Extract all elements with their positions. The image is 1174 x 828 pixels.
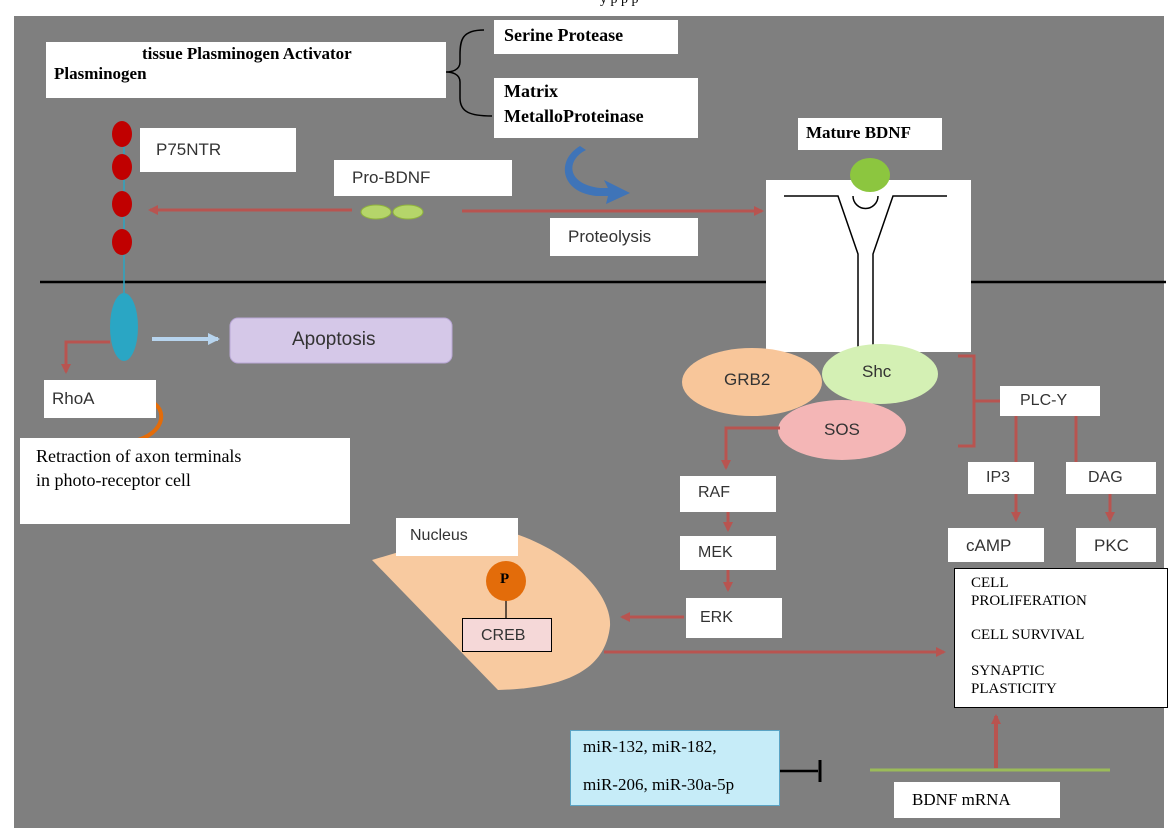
trkb-binding-pocket xyxy=(852,195,879,210)
p75ntr-domain-4 xyxy=(112,229,132,255)
camp-label: cAMP xyxy=(966,536,1012,555)
mmp-label-line1: Matrix xyxy=(504,81,558,101)
p75ntr-label: P75NTR xyxy=(156,140,222,159)
mirna-box: miR-132, miR-182, miR-206, miR-30a-5p xyxy=(570,730,780,806)
pro-bdnf-box: Pro-BDNF xyxy=(334,160,512,196)
camp-box: cAMP xyxy=(948,528,1044,562)
mirna-label-line2: miR-206, miR-30a-5p xyxy=(583,775,735,794)
p75ntr-domain-3 xyxy=(112,191,132,217)
p75ntr-intracellular-domain xyxy=(110,293,138,361)
mature-bdnf-label: Mature BDNF xyxy=(806,123,911,142)
mek-label: MEK xyxy=(698,544,733,561)
pro-bdnf-oval-2 xyxy=(392,204,424,220)
raf-label: RAF xyxy=(698,484,730,501)
cropped-header-text: y p p p xyxy=(600,0,639,8)
bdnf-mrna-label: BDNF mRNA xyxy=(912,790,1011,809)
plasminogen-label: Plasminogen xyxy=(54,64,147,83)
pkc-label: PKC xyxy=(1094,536,1129,555)
sos-label: SOS xyxy=(824,420,860,439)
plc-box: PLC-Y xyxy=(1000,386,1100,416)
dag-label: DAG xyxy=(1088,469,1123,486)
shc-label: Shc xyxy=(862,362,892,381)
grb2-label: GRB2 xyxy=(724,370,771,389)
nucleus-label-box: Nucleus xyxy=(396,518,518,556)
serine-protease-label: Serine Protease xyxy=(504,25,624,45)
nucleus-label: Nucleus xyxy=(410,527,468,544)
proteolysis-label: Proteolysis xyxy=(568,227,652,246)
sos-node xyxy=(778,400,906,460)
erk-box: ERK xyxy=(686,598,782,638)
dag-box: DAG xyxy=(1066,462,1156,494)
phospho-label: P xyxy=(500,571,510,587)
p75ntr-box: P75NTR xyxy=(140,128,296,172)
rhoa-box: RhoA xyxy=(44,380,156,418)
tpa-label: tissue Plasminogen Activator xyxy=(142,44,352,63)
p75ntr-domain-1 xyxy=(112,121,132,147)
arrow-sos-to-raf xyxy=(721,426,780,470)
retraction-label-line2: in photo-receptor cell xyxy=(36,470,191,490)
pkc-box: PKC xyxy=(1076,528,1156,562)
outcome-survival: CELL SURVIVAL xyxy=(971,627,1085,643)
shc-node xyxy=(822,344,938,404)
trkb-receptor-outline xyxy=(784,195,947,352)
phospho-circle xyxy=(486,561,526,601)
creb-label: CREB xyxy=(481,627,526,644)
trkb-receptor-box xyxy=(766,180,971,352)
pro-bdnf-label: Pro-BDNF xyxy=(352,168,431,187)
ip3-box: IP3 xyxy=(968,462,1034,494)
proteolysis-curved-arrow xyxy=(564,146,630,204)
pro-bdnf-oval-1 xyxy=(360,204,392,220)
raf-box: RAF xyxy=(680,476,776,512)
protease-brace xyxy=(445,29,493,117)
proteolysis-box: Proteolysis xyxy=(550,218,698,256)
outcome-proliferation-line1: CELL xyxy=(971,575,1009,591)
grb2-node xyxy=(682,348,822,416)
retraction-box: Retraction of axon terminals in photo-re… xyxy=(20,438,350,524)
outcome-proliferation-line2: PROLIFERATION xyxy=(971,593,1087,609)
outcomes-box: CELL PROLIFERATION CELL SURVIVAL SYNAPTI… xyxy=(954,568,1168,708)
outcome-plasticity-line1: SYNAPTIC xyxy=(971,663,1045,679)
outcome-plasticity-line2: PLASTICITY xyxy=(971,681,1057,697)
arrow-p75ntr-to-rhoa xyxy=(61,340,110,374)
mature-bdnf-box: Mature BDNF xyxy=(798,118,942,150)
mirna-label-line1: miR-132, miR-182, xyxy=(583,737,717,756)
creb-box: CREB xyxy=(462,618,552,652)
tpa-box: tissue Plasminogen Activator Plasminogen xyxy=(46,42,446,98)
bdnf-mrna-box: BDNF mRNA xyxy=(894,782,1060,818)
mek-box: MEK xyxy=(680,536,776,570)
plc-label: PLC-Y xyxy=(1020,392,1068,409)
mmp-label-line2: MetalloProteinase xyxy=(504,106,644,126)
apoptosis-label: Apoptosis xyxy=(292,329,376,350)
rhoa-label: RhoA xyxy=(52,389,95,408)
ip3-label: IP3 xyxy=(986,469,1011,486)
p75ntr-domain-2 xyxy=(112,154,132,180)
serine-protease-box: Serine Protease xyxy=(494,20,678,54)
erk-label: ERK xyxy=(700,609,733,626)
apoptosis-box xyxy=(229,317,453,364)
plc-bracket xyxy=(958,354,1000,448)
mmp-box: Matrix MetalloProteinase xyxy=(494,78,698,138)
retraction-label-line1: Retraction of axon terminals xyxy=(36,446,242,466)
mature-bdnf-ligand xyxy=(850,158,890,192)
